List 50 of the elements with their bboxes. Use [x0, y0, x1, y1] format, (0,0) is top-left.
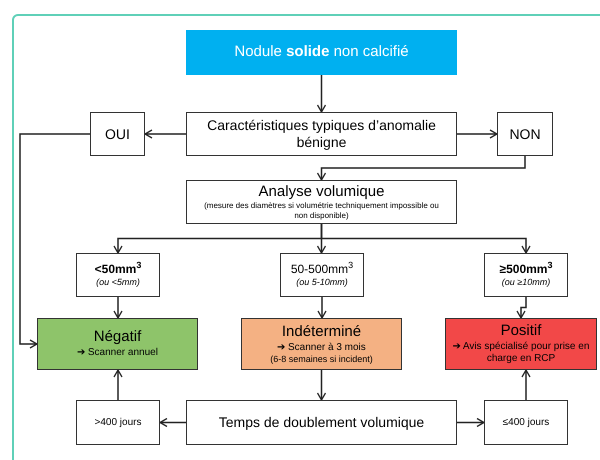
arrow [320, 224, 531, 254]
result-title: Indéterminé [282, 322, 362, 342]
arrow [516, 297, 527, 319]
size-threshold: ≥500mm$^{3}$ [500, 262, 552, 277]
arrow [144, 129, 186, 139]
criteria-box [76, 253, 160, 297]
arrow [113, 297, 123, 319]
size-threshold: <50mm$^{3}$ [94, 262, 142, 277]
result-box [445, 318, 597, 370]
node-label: ≤400 jours [502, 416, 550, 430]
node-label: OUI [105, 124, 130, 144]
size-note: (ou <5mm) [96, 276, 140, 288]
result-note: ➔ Avis spécialisé pour prise en charge en RCP [452, 340, 590, 366]
criteria-box [484, 400, 568, 445]
criteria-box [76, 400, 160, 445]
node-label: NON [509, 124, 541, 144]
criteria-box [484, 253, 568, 297]
arrow [159, 418, 186, 428]
arrow [521, 369, 531, 400]
arrow [457, 129, 498, 139]
arrow [316, 370, 326, 401]
node-label: >400 jours [94, 416, 142, 430]
result-title: Positif [500, 322, 542, 341]
start-box [186, 30, 457, 75]
answer-box [90, 112, 145, 156]
arrow [316, 75, 326, 113]
answer-box [497, 112, 553, 156]
result-box [241, 318, 402, 370]
result-note: ➔ Scanner à 3 mois [277, 342, 366, 354]
size-note: (ou ≥10mm) [502, 276, 550, 288]
process-box [186, 180, 457, 224]
node-title: Analyse volumique [258, 182, 384, 202]
result-note: (6-8 semaines si incident) [270, 354, 373, 366]
criteria-box [280, 253, 364, 297]
result-title: Négatif [94, 328, 142, 348]
size-threshold: 50-500mm$^{3}$ [290, 262, 354, 277]
node-label: Caractéristiques typiques d’anomalie bénigne [206, 116, 437, 152]
arrow [317, 297, 327, 319]
result-box [37, 318, 198, 370]
arrow [457, 418, 485, 428]
arrow [19, 133, 90, 349]
arrow [316, 156, 526, 181]
size-note: (ou 5-10mm) [296, 276, 348, 288]
node-label: Nodule solide non calcifié [234, 43, 409, 62]
node-label: Temps de doublement volumique [218, 414, 424, 432]
process-box [186, 400, 457, 445]
node-note: (mesure des diamètres si volumétrie techniquement impossible ou non disponible) [203, 201, 440, 222]
question-box [186, 112, 457, 156]
result-note: ➔ Scanner annuel [77, 347, 158, 360]
arrow [113, 369, 123, 400]
